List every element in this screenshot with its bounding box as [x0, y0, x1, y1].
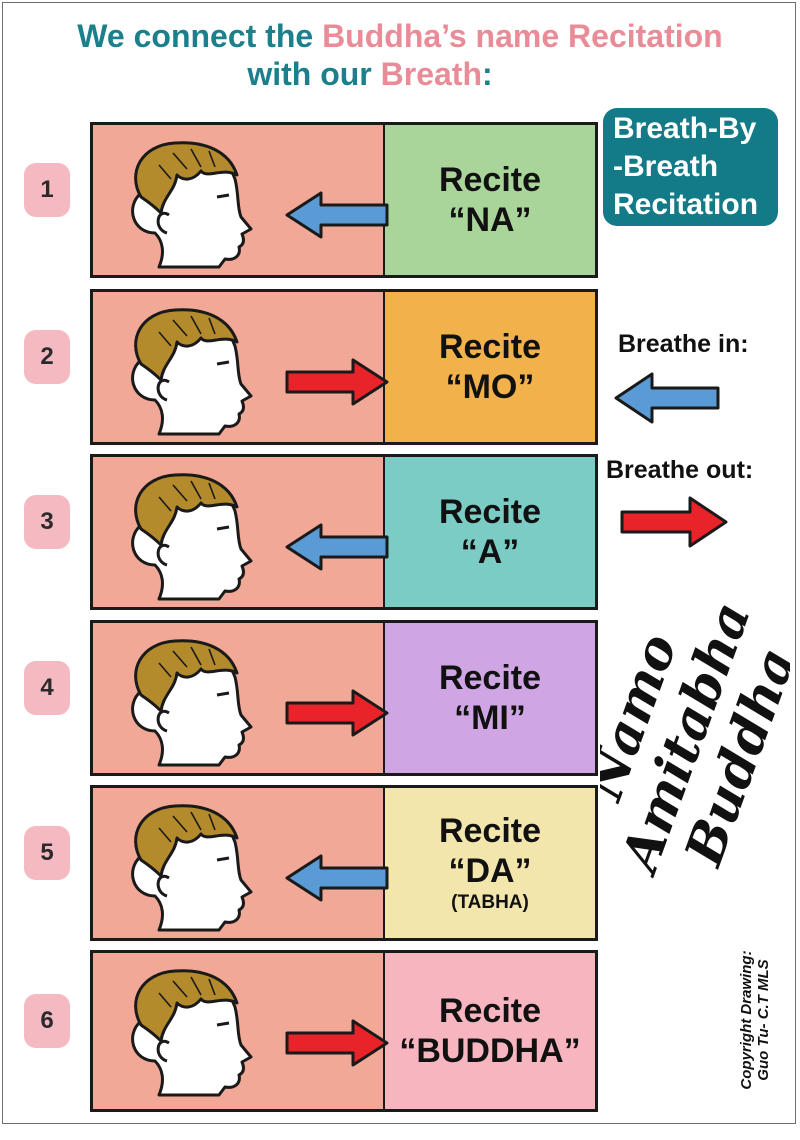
breathe-out-arrow-icon	[620, 496, 728, 548]
syllable: “MO”	[445, 368, 535, 406]
head-profile-icon	[131, 639, 253, 767]
syllable-panel: Recite“MO”	[385, 292, 595, 442]
syllable: “DA”	[448, 852, 532, 890]
recitation-step-row: Recite“MI”	[90, 620, 598, 776]
breath-in-arrow-icon	[285, 854, 389, 902]
face-panel	[93, 457, 389, 607]
recitation-step-row: Recite“BUDDHA”	[90, 950, 598, 1112]
syllable: “A”	[460, 533, 520, 571]
step-number-badge: 2	[24, 330, 70, 384]
face-panel	[93, 292, 389, 442]
head-profile-icon	[131, 969, 253, 1097]
breath-out-arrow-icon	[285, 1019, 389, 1067]
syllable-panel: Recite“A”	[385, 457, 595, 607]
legend-breathe-in: Breathe in:	[618, 330, 749, 358]
recite-label: Recite	[438, 328, 542, 366]
step-number-badge: 1	[24, 163, 70, 217]
recitation-step-row: Recite“MO”	[90, 289, 598, 445]
recite-label: Recite	[438, 493, 542, 531]
step-number-badge: 6	[24, 994, 70, 1048]
recitation-step-row: Recite“A”	[90, 454, 598, 610]
title-highlight-2: Breath	[380, 56, 482, 92]
head-profile-icon	[131, 473, 253, 601]
step-number-badge: 4	[24, 661, 70, 715]
syllable: “MI”	[454, 699, 526, 737]
head-profile-icon	[131, 804, 253, 932]
breath-in-arrow-icon	[285, 523, 389, 571]
syllable-panel: Recite“DA”(TABHA)	[385, 788, 595, 938]
breath-out-arrow-icon	[285, 358, 389, 406]
recite-label: Recite	[438, 992, 542, 1030]
step-number-badge: 3	[24, 495, 70, 549]
face-panel	[93, 788, 389, 938]
page-title-line-1: We connect the Buddha’s name Recitation	[0, 18, 800, 54]
syllable: “BUDDHA”	[399, 1032, 581, 1070]
breath-in-arrow-icon	[285, 191, 389, 239]
recitation-step-row: Recite“NA”	[90, 122, 598, 278]
namo-amitabha-buddha-signature: Namo Amitabha Buddha	[600, 594, 790, 883]
head-profile-icon	[131, 308, 253, 436]
breath-by-breath-badge: Breath-By -Breath Recitation	[603, 108, 778, 226]
badge-line-2: -Breath	[613, 150, 719, 183]
head-profile-icon	[131, 141, 253, 269]
copyright-note: Copyright Drawing: Guo Tu- C.T MLS	[738, 900, 772, 1140]
title-highlight: Buddha’s name Recitation	[322, 18, 723, 54]
recitation-step-row: Recite“DA”(TABHA)	[90, 785, 598, 941]
syllable-note: (TABHA)	[451, 892, 529, 913]
badge-line-1: Breath-By	[613, 112, 757, 145]
face-panel	[93, 953, 389, 1109]
syllable-panel: Recite“MI”	[385, 623, 595, 773]
step-number-badge: 5	[24, 826, 70, 880]
title-prefix-2: with our	[247, 56, 372, 92]
badge-line-3: Recitation	[613, 188, 759, 221]
copyright-line-1: Copyright Drawing:	[738, 950, 755, 1090]
face-panel	[93, 125, 389, 275]
breath-out-arrow-icon	[285, 689, 389, 737]
title-colon: :	[482, 56, 493, 92]
syllable-panel: Recite“BUDDHA”	[385, 953, 595, 1109]
syllable-panel: Recite“NA”	[385, 125, 595, 275]
recite-label: Recite	[438, 812, 542, 850]
recite-label: Recite	[438, 161, 542, 199]
recite-label: Recite	[438, 659, 542, 697]
legend-breathe-out: Breathe out:	[606, 456, 754, 484]
face-panel	[93, 623, 389, 773]
breathe-in-arrow-icon	[614, 372, 720, 424]
syllable: “NA”	[448, 201, 532, 239]
page-title-line-2: with our Breath:	[0, 56, 770, 92]
page-frame	[2, 2, 796, 1124]
title-prefix: We connect the	[77, 18, 314, 54]
copyright-line-2: Guo Tu- C.T MLS	[755, 959, 772, 1081]
